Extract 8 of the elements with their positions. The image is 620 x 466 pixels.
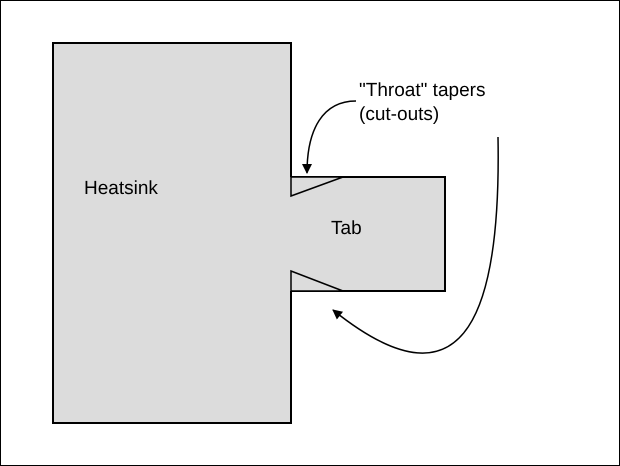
part-label: Heatsink xyxy=(84,177,159,201)
leader-arrow xyxy=(302,100,356,174)
leader-arrow xyxy=(332,137,499,354)
cut-out-taper xyxy=(291,177,343,196)
cut-out-taper xyxy=(291,271,343,291)
heatsink-body xyxy=(53,43,291,423)
part-label: Tab xyxy=(331,217,363,241)
callout-label: "Throat" tapers (cut-outs) xyxy=(359,79,486,127)
